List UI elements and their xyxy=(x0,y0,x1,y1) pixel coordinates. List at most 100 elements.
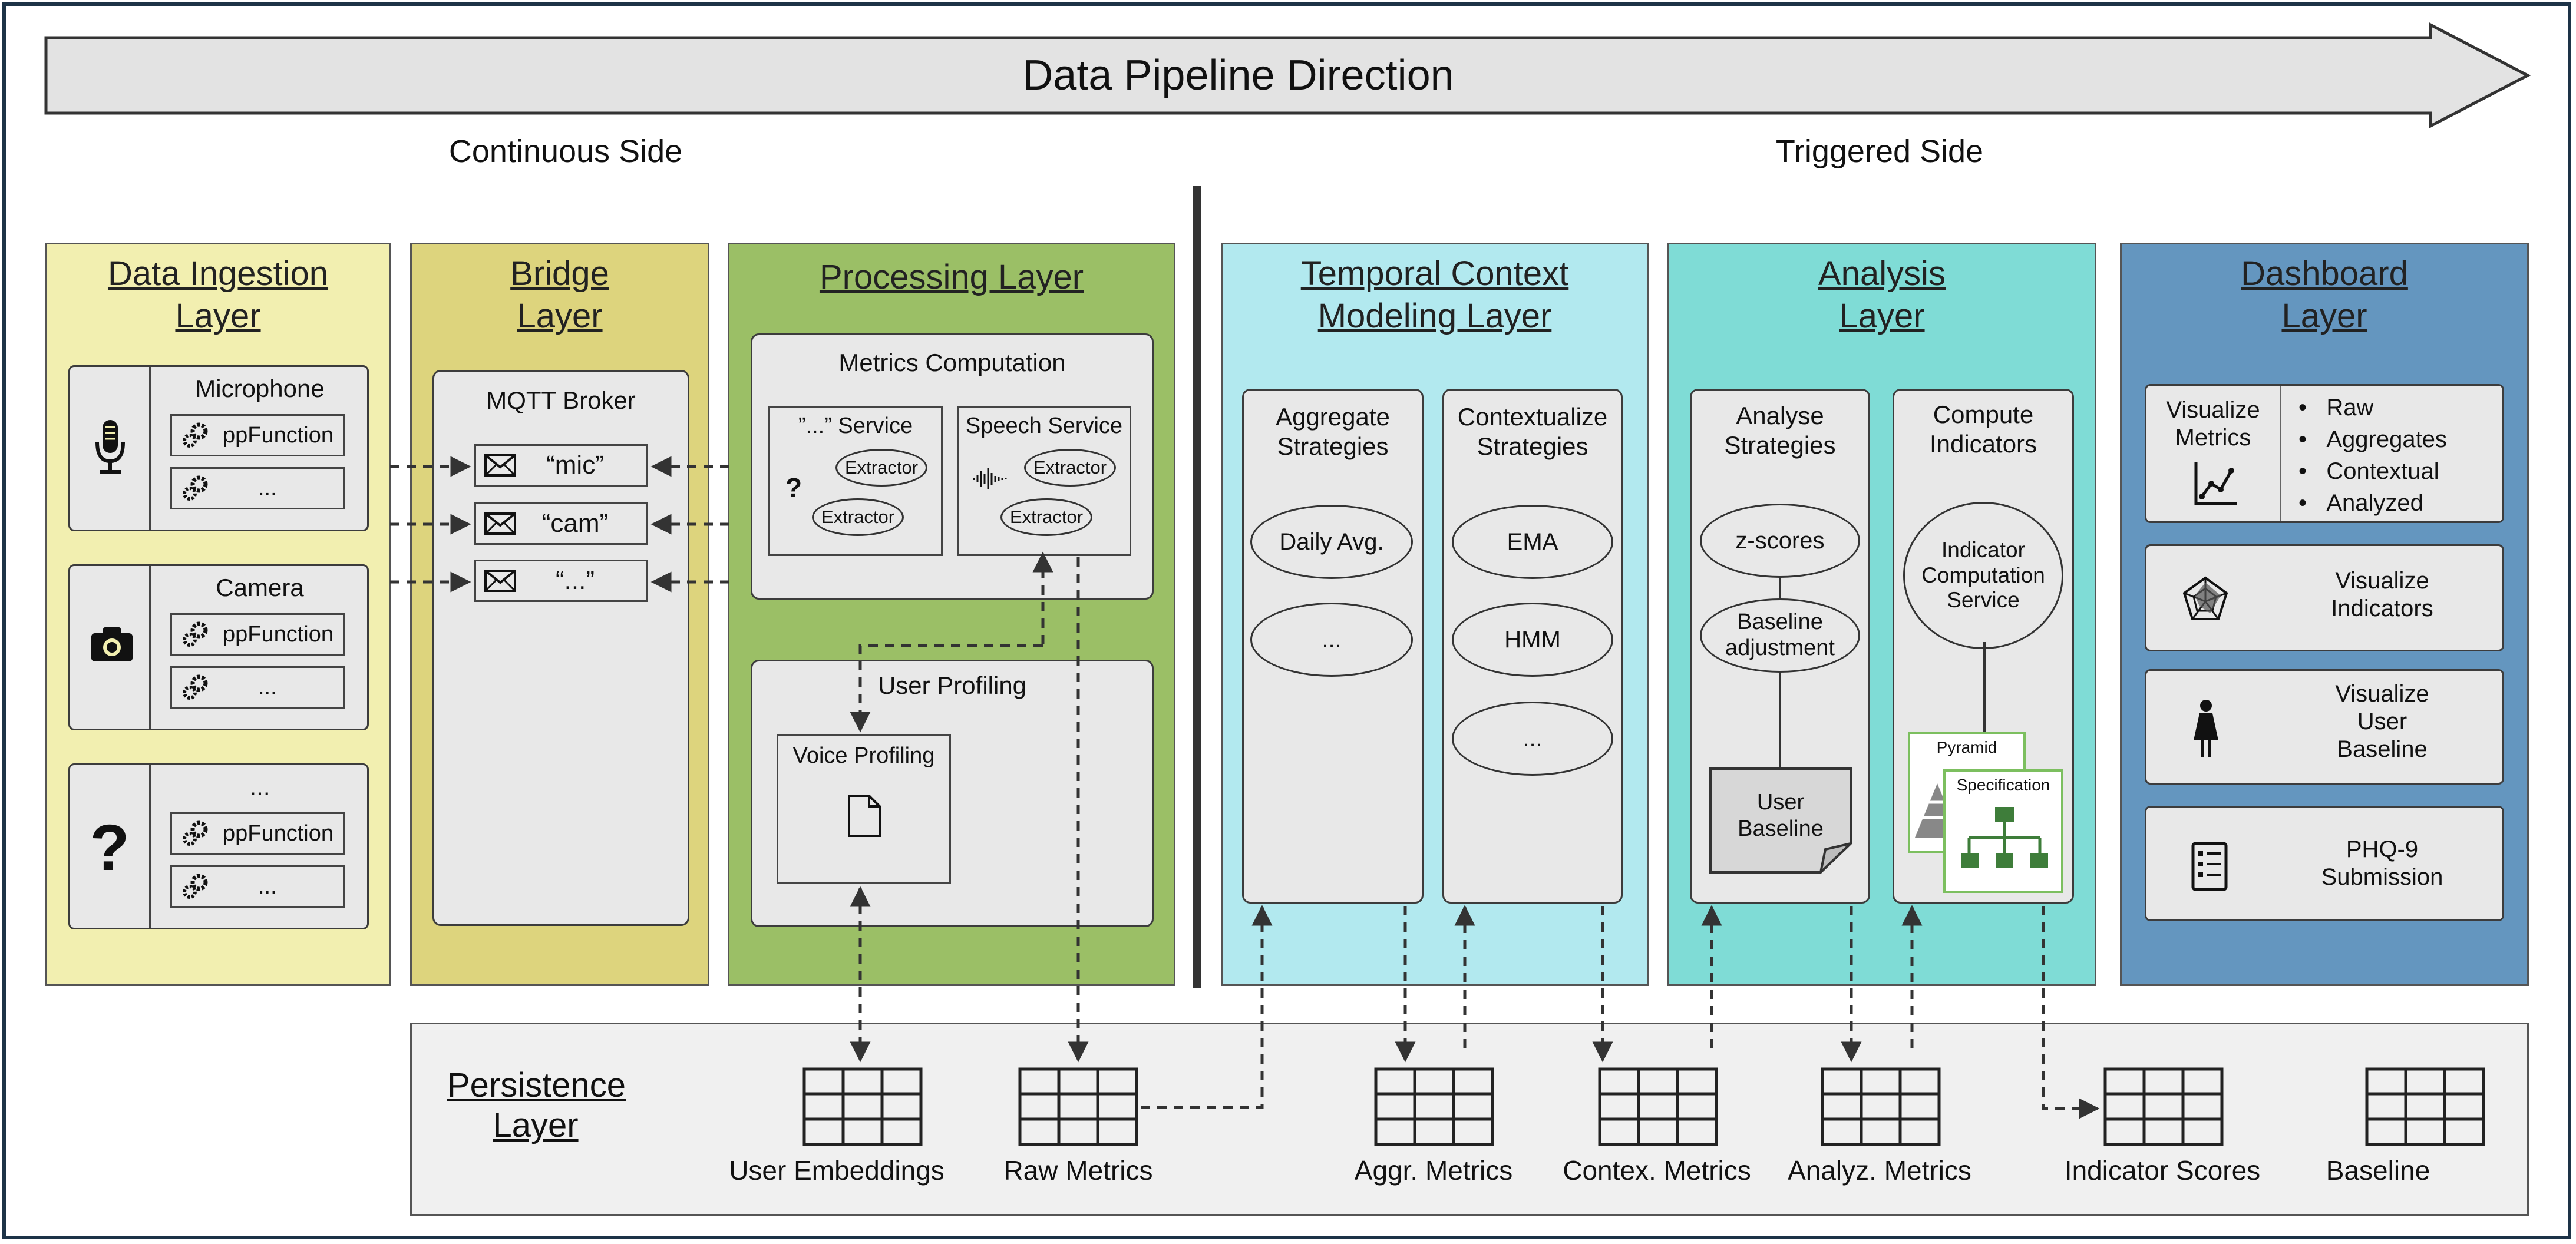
store-label: Raw Metrics xyxy=(1003,1155,1153,1186)
visualize-baseline-line3: Baseline xyxy=(2337,736,2428,763)
baseline-adjustment-line2: adjustment xyxy=(1725,636,1835,660)
indicator-computation-service: Indicator Computation Service xyxy=(1903,502,2063,649)
store-label: Baseline xyxy=(2326,1155,2430,1186)
source-microphone: Microphone ppFunction ... xyxy=(68,365,369,531)
analysis-title-line2: Layer xyxy=(1839,297,1925,335)
visualize-metrics-line1: Visualize xyxy=(2166,397,2260,423)
phq9-line1: PHQ-9 xyxy=(2346,836,2419,862)
database-table-icon xyxy=(1821,1067,1941,1146)
topic-cam: “cam” xyxy=(474,502,648,545)
visualize-baseline-line1: Visualize xyxy=(2335,681,2429,707)
phq9-submission-card[interactable]: PHQ-9 Submission xyxy=(2145,806,2504,921)
temporal-title-line2: Modeling Layer xyxy=(1317,297,1552,335)
mqtt-broker-label: MQTT Broker xyxy=(486,386,636,414)
document-icon xyxy=(848,795,881,837)
topic-mic: “mic” xyxy=(474,444,648,487)
bridge-title-line1: Bridge xyxy=(510,254,609,293)
compute-title-line1: Compute xyxy=(1933,401,2034,428)
phq9-line2: Submission xyxy=(2321,864,2443,891)
ppfunction-label: ppFunction xyxy=(223,820,334,846)
user-baseline-line1: User xyxy=(1756,790,1805,815)
contextualize-title-line2: Strategies xyxy=(1477,432,1588,460)
persistence-title-line2: Layer xyxy=(493,1106,579,1145)
metrics-list: • Raw • Aggregates • Contextual • Analyz… xyxy=(2298,392,2499,519)
metrics-list-item: • Raw xyxy=(2298,395,2374,421)
gears-icon xyxy=(183,422,208,448)
source-label: Microphone xyxy=(195,375,325,402)
voice-profiling: Voice Profiling xyxy=(777,734,951,884)
pyramid-label: Pyramid xyxy=(1936,738,1997,756)
contextualize-title-line1: Contextualize xyxy=(1457,403,1608,431)
ppfunction-box: ppFunction xyxy=(170,613,345,656)
visualize-baseline-line2: User xyxy=(2357,709,2407,735)
store-label: Analyz. Metrics xyxy=(1788,1155,1971,1186)
speech-service: Speech Service xyxy=(957,406,1131,556)
more-ellipse: ... xyxy=(1250,603,1413,677)
source-camera: Camera ppFunction ... xyxy=(68,564,369,730)
bridge-title-line2: Layer xyxy=(517,297,603,335)
ingestion-title-line1: Data Ingestion xyxy=(107,254,329,293)
topic-other: “...” xyxy=(474,560,648,602)
gears-icon xyxy=(183,621,208,647)
store-label: Indicator Scores xyxy=(2064,1155,2261,1186)
camera-icon xyxy=(91,627,133,661)
envelope-icon xyxy=(484,512,516,535)
visualize-metrics-line2: Metrics xyxy=(2175,425,2251,451)
analyse-title-line2: Strategies xyxy=(1724,431,1836,459)
continuous-side-label: Continuous Side xyxy=(448,134,683,169)
store-label: User Embeddings xyxy=(729,1155,944,1186)
user-baseline-line2: Baseline xyxy=(1738,816,1824,841)
ingestion-title-line2: Layer xyxy=(175,297,261,335)
dashboard-title-line2: Layer xyxy=(2281,297,2367,335)
database-table-icon xyxy=(2103,1067,2224,1146)
visualize-metrics-card[interactable]: Visualize Metrics • Raw • Aggregates • C… xyxy=(2145,384,2504,523)
person-icon xyxy=(2194,700,2218,757)
metrics-list-item: • Aggregates xyxy=(2298,426,2447,452)
connector-line xyxy=(1983,642,1986,736)
side-divider xyxy=(1193,186,1201,988)
processing-title: Processing Layer xyxy=(819,258,1084,296)
metrics-list-item: • Contextual xyxy=(2298,458,2439,484)
ppfunction-box: ppFunction xyxy=(170,812,345,855)
generic-service-label: ”...” Service xyxy=(798,413,913,438)
analyse-title-line1: Analyse xyxy=(1736,402,1824,429)
more-function-box: ... xyxy=(170,666,345,709)
extractor-ellipse: Extractor xyxy=(1024,449,1116,487)
store-label: Contex. Metrics xyxy=(1563,1155,1751,1186)
pipeline-direction-label: Data Pipeline Direction xyxy=(1022,52,1454,99)
ppfunction-label: ppFunction xyxy=(223,621,334,647)
extractor-ellipse: Extractor xyxy=(1000,498,1092,536)
analysis-title-line1: Analysis xyxy=(1818,254,1946,293)
database-table-icon xyxy=(1018,1067,1138,1146)
extractor-ellipse: Extractor xyxy=(812,498,904,536)
ppfunction-label: ppFunction xyxy=(223,422,334,448)
ics-line2: Computation xyxy=(1921,563,2045,587)
visualize-user-baseline-card[interactable]: Visualize User Baseline xyxy=(2145,669,2504,785)
speech-service-label: Speech Service xyxy=(965,413,1123,438)
specification-doc: Specification xyxy=(1943,769,2063,893)
voice-profiling-label: Voice Profiling xyxy=(792,743,935,768)
more-label: ... xyxy=(258,674,277,700)
ppfunction-box: ppFunction xyxy=(170,414,345,456)
visualize-indicators-line1: Visualize xyxy=(2335,568,2429,594)
more-function-box: ... xyxy=(170,865,345,908)
store-label: Aggr. Metrics xyxy=(1354,1155,1513,1186)
temporal-title-line1: Temporal Context xyxy=(1300,254,1569,293)
gears-icon xyxy=(183,820,208,846)
compute-title-line2: Indicators xyxy=(1929,429,2037,458)
pipeline-direction-arrow xyxy=(44,22,2531,129)
question-icon: ? xyxy=(785,472,802,503)
extractor-ellipse: Extractor xyxy=(835,449,927,487)
topic-label: “mic” xyxy=(546,451,604,479)
database-table-icon xyxy=(1598,1067,1718,1146)
topic-label: “cam” xyxy=(541,509,609,538)
source-label: Camera xyxy=(216,574,304,601)
visualize-indicators-card[interactable]: Visualize Indicators xyxy=(2145,544,2504,651)
user-profiling-label: User Profiling xyxy=(877,671,1027,699)
persistence-title-line1: Persistence xyxy=(447,1066,626,1104)
source-label: ... xyxy=(249,773,270,800)
gears-icon xyxy=(183,874,208,899)
metrics-list-item: • Analyzed xyxy=(2298,490,2423,516)
question-icon: ? xyxy=(90,812,130,884)
